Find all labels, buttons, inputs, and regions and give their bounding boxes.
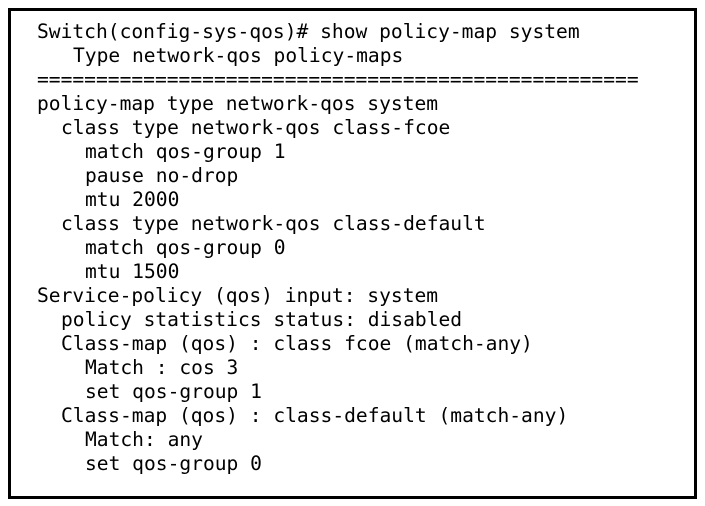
output-line: mtu 2000 [85, 188, 180, 211]
output-line: class type network-qos class-default [61, 212, 486, 235]
output-line: Service-policy (qos) input: system [37, 284, 439, 307]
output-line: match qos-group 0 [85, 236, 286, 259]
command-line: Switch(config-sys-qos)# show policy-map … [37, 20, 580, 43]
output-line: Match: any [85, 428, 203, 451]
output-line: class type network-qos class-fcoe [61, 116, 451, 139]
output-line: Class-map (qos) : class fcoe (match-any) [61, 332, 533, 355]
terminal-window: Switch(config-sys-qos)# show policy-map … [8, 8, 697, 499]
separator-line: ========================================… [37, 68, 639, 91]
output-line: set qos-group 1 [85, 380, 262, 403]
output-line: Class-map (qos) : class-default (match-a… [61, 404, 569, 427]
output-line: Match : cos 3 [85, 356, 239, 379]
output-line: match qos-group 1 [85, 140, 286, 163]
output-line: set qos-group 0 [85, 452, 262, 475]
output-line: Type network-qos policy-maps [73, 44, 404, 67]
output-line: pause no-drop [85, 164, 239, 187]
output-line: policy statistics status: disabled [61, 308, 463, 331]
terminal-output: Switch(config-sys-qos)# show policy-map … [37, 20, 684, 490]
output-line: policy-map type network-qos system [37, 92, 439, 115]
output-line: mtu 1500 [85, 260, 180, 283]
